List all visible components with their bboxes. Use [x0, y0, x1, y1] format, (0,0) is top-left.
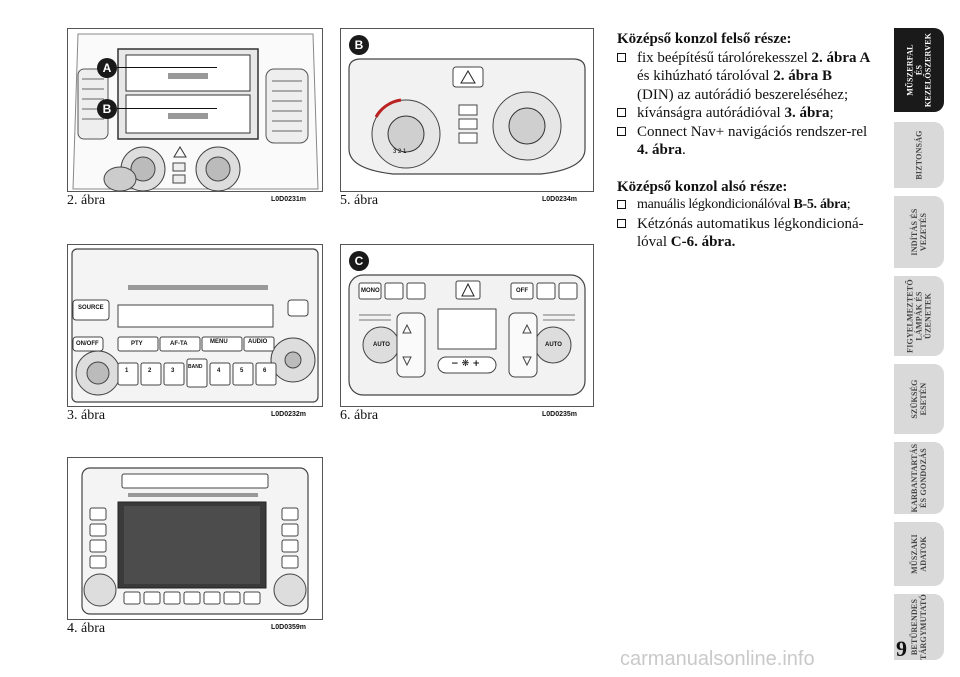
tab-betu[interactable]: BETŰRENDES TÁRGYMUTATÓ [894, 594, 944, 660]
description-text: Középső konzol felső része: fix beépítés… [617, 30, 872, 252]
marker-a: A [97, 58, 117, 78]
tab-muszaki[interactable]: MŰSZAKI ADATOK [894, 522, 944, 586]
climate-mono-label: MONO [361, 288, 380, 294]
marker-b: B [97, 99, 117, 119]
marker-a-line [117, 67, 217, 68]
page-number: 9 [896, 636, 907, 661]
radio-audio-label: AUDIO [248, 339, 268, 345]
tab-biztonsag[interactable]: BIZTONSÁG [894, 122, 944, 188]
figure-4-navigation [67, 457, 323, 620]
radio-preset-1: 1 [125, 368, 129, 374]
radio-band-label: BAND [188, 364, 203, 370]
upper-console-list: fix beépítésű tárolórekesszel 2. ábra A … [617, 49, 872, 160]
radio-menu-label: MENU [210, 339, 228, 345]
radio-afta-label: AF-TA [170, 341, 188, 347]
radio-preset-5: 5 [240, 368, 244, 374]
lower-console-heading: Középső konzol alsó része: [617, 178, 788, 195]
climate-auto-right-label: AUTO [545, 342, 562, 348]
tab-muszerfal[interactable]: MŰSZERFAL ÉS KEZELŐSZERVEK [894, 28, 944, 112]
list-item: Connect Nav+ navigációs rendszer-rel 4. … [617, 123, 872, 160]
radio-preset-4: 4 [217, 368, 221, 374]
checkbox-bullet-icon [617, 218, 626, 228]
tab-inditas[interactable]: INDÍTÁS ÉS VEZETÉS [894, 196, 944, 268]
checkbox-bullet-icon [617, 52, 626, 62]
figure-4-caption: 4. ábra [67, 621, 106, 636]
marker-c: C [349, 251, 369, 271]
figure-2-console-storage: A B [67, 28, 323, 192]
figure-4-code: L0D0359m [271, 624, 307, 631]
upper-console-heading: Középső konzol felső része: [617, 31, 792, 47]
figure-6-code: L0D0235m [542, 411, 578, 418]
list-item: Kétzónás automatikus légkondicioná-lóval… [617, 215, 872, 252]
figure-6-auto-climate: C MONO OFF AUTO AUTO − ❋ + [340, 244, 594, 407]
figure-2-code: L0D0231m [271, 196, 307, 203]
radio-onoff-label: ON/OFF [76, 341, 99, 347]
watermark: carmanualsonline.info [620, 648, 815, 670]
svg-text:3 2 1: 3 2 1 [393, 149, 407, 155]
figure-5-code: L0D0234m [542, 196, 578, 203]
tab-szukseg[interactable]: SZÜKSÉG ESETÉN [894, 364, 944, 434]
list-item: fix beépítésű tárolórekesszel 2. ábra A … [617, 49, 872, 105]
radio-preset-3: 3 [171, 368, 175, 374]
figure-3-code: L0D0232m [271, 411, 307, 418]
figure-6-caption: 6. ábra [340, 408, 379, 423]
climate-off-label: OFF [516, 288, 528, 294]
marker-b-line [117, 108, 217, 109]
figure-3-car-radio: SOURCE ON/OFF PTY AF-TA MENU AUDIO BAND … [67, 244, 323, 407]
radio-pty-label: PTY [131, 341, 143, 347]
tab-karbantartas[interactable]: KARBANTARTÁS ÉS GONDOZÁS [894, 442, 944, 514]
radio-source-label: SOURCE [78, 305, 104, 311]
checkbox-bullet-icon [617, 108, 626, 117]
list-item: manuális légkondicionálóval B-5. ábra; [617, 196, 872, 215]
figure-5-manual-ac: 3 2 1 B [340, 28, 594, 192]
marker-b-fig5: B [349, 35, 369, 55]
figure-5-caption: 5. ábra [340, 193, 379, 208]
radio-preset-2: 2 [148, 368, 152, 374]
lower-console-list: manuális légkondicionálóval B-5. ábra; K… [617, 196, 872, 252]
checkbox-bullet-icon [617, 126, 626, 136]
climate-auto-left-label: AUTO [373, 342, 390, 348]
figure-3-caption: 3. ábra [67, 408, 106, 423]
checkbox-bullet-icon [617, 200, 626, 209]
tab-figyelmezteto[interactable]: FIGYELMEZTETŐ LÁMPÁK ÉS ÜZENETEK [894, 276, 944, 356]
radio-preset-6: 6 [263, 368, 267, 374]
climate-fan-label: − ❋ + [451, 359, 480, 369]
figure-2-caption: 2. ábra [67, 193, 106, 208]
list-item: kívánságra autórádióval 3. ábra; [617, 104, 872, 123]
